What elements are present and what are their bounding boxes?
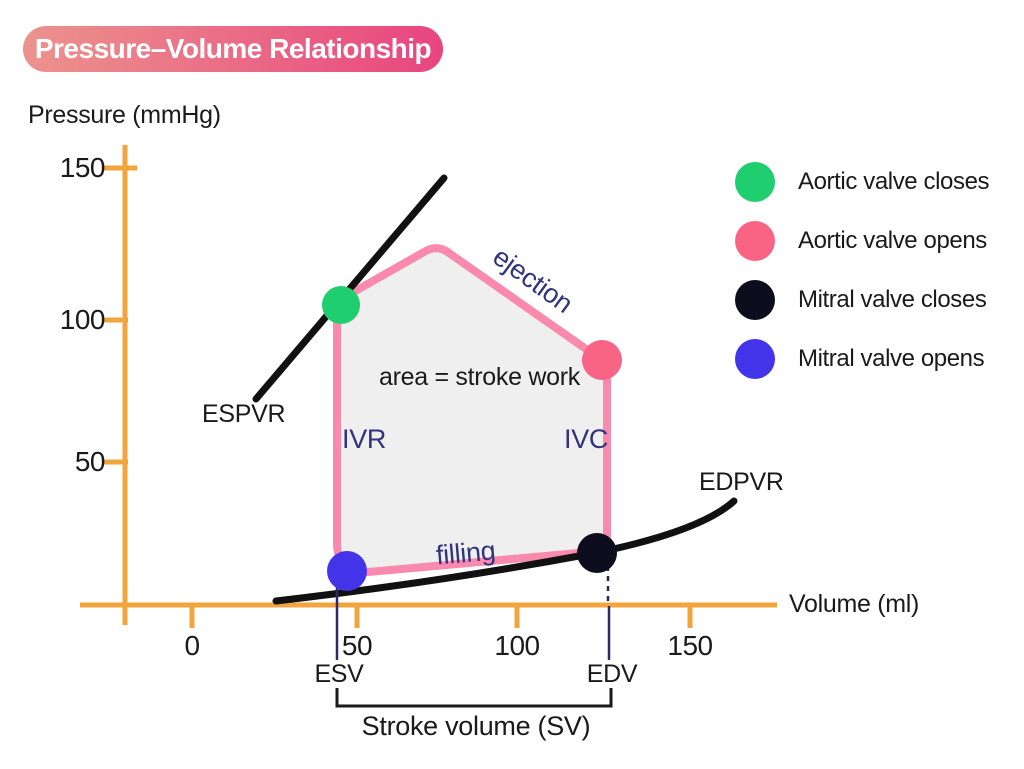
area-stroke-work-label: area = stroke work [379, 363, 580, 391]
edpvr-curve [272, 497, 738, 605]
mitral-valve-opens-swatch [735, 339, 775, 379]
page-title: Pressure–Volume Relationship [34, 33, 432, 64]
aortic-valve-closes-dot [322, 286, 360, 324]
x-tick-label-150: 150 [667, 630, 713, 661]
mitral-valve-closes-swatch [735, 280, 775, 320]
legend-item-aortic-opens: Aortic valve opens [735, 221, 989, 261]
y-tick-label-150: 150 [59, 152, 106, 183]
aortic-valve-closes-swatch [735, 162, 775, 202]
stroke-volume-bracket [335, 688, 613, 708]
legend-label-mitral-opens: Mitral valve opens [798, 345, 985, 372]
esv-label: ESV [314, 660, 364, 688]
legend-label-mitral-closes: Mitral valve closes [798, 286, 987, 313]
stroke-volume-label: Stroke volume (SV) [361, 711, 591, 741]
x-tick-label-50: 50 [341, 630, 373, 661]
legend-item-mitral-opens: Mitral valve opens [735, 339, 989, 379]
axes [80, 145, 777, 628]
x-tick-label-0: 0 [184, 630, 200, 661]
mitral-valve-closes-dot [577, 533, 617, 573]
y-tick-label-50: 50 [74, 446, 106, 477]
legend-label-aortic-opens: Aortic valve opens [798, 227, 987, 254]
legend-item-aortic-closes: Aortic valve closes [735, 162, 990, 202]
legend-label-aortic-closes: Aortic valve closes [798, 168, 990, 195]
mitral-valve-opens-dot [327, 551, 367, 591]
edv-label: EDV [586, 660, 638, 688]
x-axis-label: Volume (ml) [789, 590, 920, 618]
ivc-label: IVC [564, 424, 609, 454]
y-tick-label-100: 100 [59, 304, 106, 335]
edpvr-label: EDPVR [699, 468, 784, 496]
filling-label: filling [434, 535, 497, 571]
aortic-valve-opens-dot [582, 340, 622, 380]
title-banner: Pressure–Volume Relationship [23, 26, 443, 72]
legend: Aortic valve closes Aortic valve opens M… [735, 162, 990, 398]
x-tick-label-100: 100 [494, 630, 540, 661]
ivr-label: IVR [342, 424, 387, 454]
y-axis-label: Pressure (mmHg) [28, 101, 221, 129]
aortic-valve-opens-swatch [735, 221, 775, 261]
espvr-label: ESPVR [202, 400, 286, 428]
legend-item-mitral-closes: Mitral valve closes [735, 280, 989, 320]
